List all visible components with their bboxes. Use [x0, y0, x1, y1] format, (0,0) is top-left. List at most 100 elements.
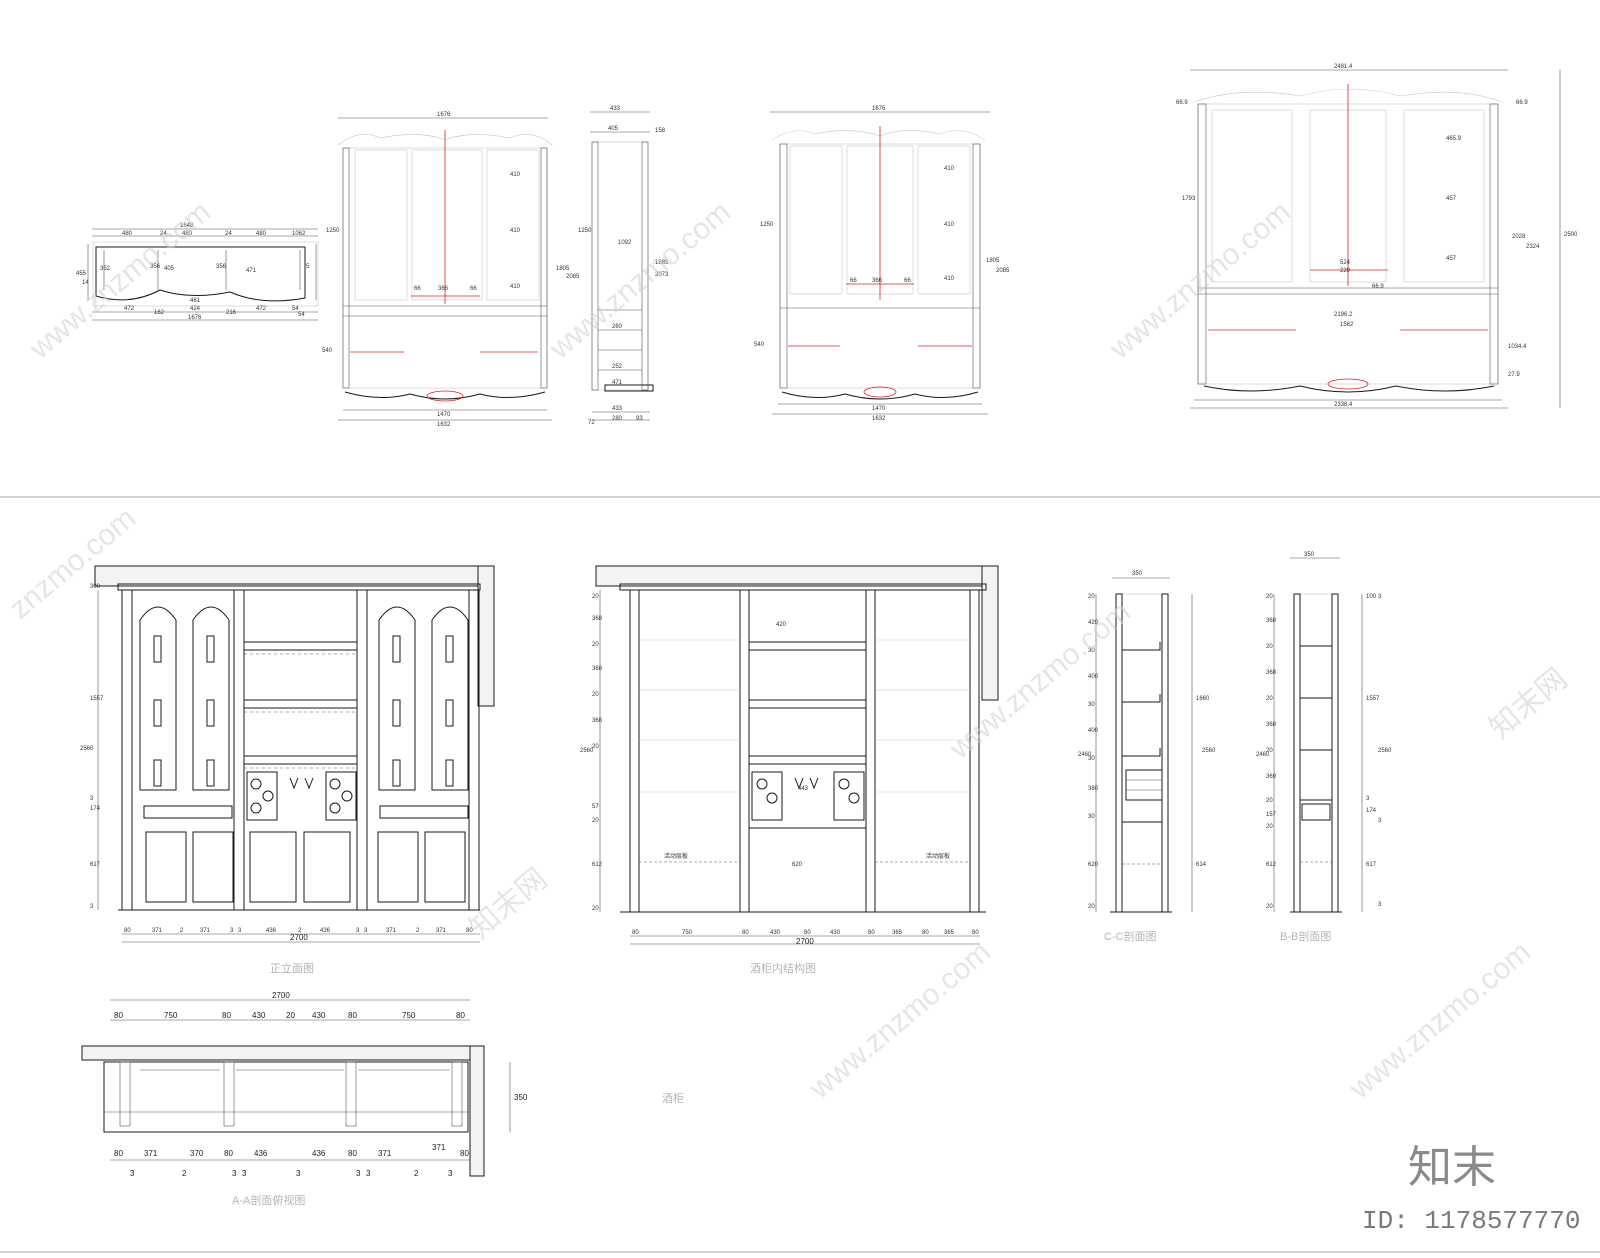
- brand-logo: 知末: [1408, 1143, 1496, 1192]
- dim: 366: [872, 278, 883, 284]
- dim: 93: [636, 416, 643, 422]
- dim: 57: [592, 804, 599, 810]
- dim: 20: [1088, 904, 1095, 910]
- dim: 368: [1266, 670, 1277, 676]
- dim: 20: [592, 818, 599, 824]
- dim: 20: [1266, 644, 1273, 650]
- dim: 80: [466, 928, 473, 934]
- watermark-text: www.znzmo.com: [1343, 935, 1537, 1106]
- dim: 2028: [1512, 234, 1526, 240]
- dim: 80: [224, 1149, 233, 1158]
- dim: 350: [1132, 571, 1143, 577]
- dim-tag: 3: [242, 1169, 247, 1178]
- dim: 461: [190, 298, 201, 304]
- dim: 365: [944, 930, 955, 936]
- dim: 1250: [760, 222, 774, 228]
- dim: 1805: [986, 258, 1000, 264]
- dim: 366: [438, 286, 449, 292]
- dim: 80: [460, 1149, 469, 1158]
- dim: 1632: [437, 422, 451, 428]
- dim: 1562: [1340, 322, 1354, 328]
- dim: 400: [1088, 728, 1099, 734]
- dim: 2500: [1564, 232, 1578, 238]
- dim: 1660: [1196, 696, 1210, 702]
- dim: 471: [246, 268, 257, 274]
- dim: 24: [160, 231, 167, 237]
- dim: 20: [1266, 824, 1273, 830]
- interior-structure: 20 368 20 368 20 368 20 2560 57 20 612 2…: [580, 565, 999, 975]
- dim: 405: [164, 266, 175, 272]
- dim: 1648: [180, 223, 194, 229]
- dim: 20: [592, 906, 599, 912]
- dim-total: 2700: [272, 991, 290, 1000]
- dim: 472: [256, 306, 267, 312]
- dim: 30: [1088, 814, 1095, 820]
- dim: 80: [456, 1011, 465, 1020]
- dim: 1885: [655, 260, 669, 266]
- dim: 162: [154, 310, 165, 316]
- dim: 356: [216, 264, 227, 270]
- dim: 1676: [437, 112, 451, 118]
- dim: 1470: [437, 412, 451, 418]
- dim: 2560: [80, 746, 94, 752]
- dim: 1676: [188, 315, 202, 321]
- dim: 617: [1366, 862, 1377, 868]
- dim: 350: [1304, 552, 1315, 558]
- dim: 750: [402, 1011, 416, 1020]
- drawing-caption: A-A剖面俯视图: [232, 1193, 305, 1207]
- watermark-text: 知末网: [1483, 662, 1573, 745]
- dim: 371: [386, 928, 397, 934]
- dim: 174: [90, 806, 101, 812]
- dim: 1557: [1366, 696, 1380, 702]
- dim: 480: [182, 231, 193, 237]
- dim: 352: [100, 266, 111, 272]
- dim: 216: [226, 310, 237, 316]
- dim: 1793: [1182, 196, 1196, 202]
- dim: 1470: [872, 406, 886, 412]
- drawing-caption: 酒柜内结构图: [750, 961, 816, 975]
- dim: 400: [1088, 674, 1099, 680]
- dim: 410: [510, 172, 521, 178]
- dim: 24: [225, 231, 232, 237]
- dim-tag: 3: [366, 1169, 371, 1178]
- dim: 430: [830, 930, 841, 936]
- dim: 80: [348, 1011, 357, 1020]
- dim: 27.9: [1508, 372, 1520, 378]
- dim: 30: [1088, 756, 1095, 762]
- dim: 371: [378, 1149, 392, 1158]
- dim: 617: [90, 862, 101, 868]
- dim: 380: [1088, 786, 1099, 792]
- dim: 2460: [1078, 752, 1092, 758]
- dim: 3: [230, 928, 234, 934]
- dim: 20: [1266, 594, 1273, 600]
- dim: 443: [798, 786, 809, 792]
- elevation-top-3: 2481.4 66.9 66.9 1793 465.9 457 457 2028…: [1176, 64, 1578, 409]
- dim: 457: [1446, 196, 1457, 202]
- dim: 433: [612, 406, 623, 412]
- dim-tag: 2: [414, 1169, 419, 1178]
- dim: 1034.4: [1508, 344, 1527, 350]
- dim: 66.9: [1372, 284, 1384, 290]
- front-elevation: 300 1557 2560 174 3 617 3 80 371 2 371 3…: [80, 565, 495, 975]
- dim: 436: [254, 1149, 268, 1158]
- dim: 368: [592, 616, 603, 622]
- elevation-top-1: 1676 1250 410 410 410 366 66 66 1805 208…: [322, 112, 580, 428]
- dim: 100: [1366, 594, 1377, 600]
- dim: 370: [190, 1149, 204, 1158]
- dim: 3: [1366, 796, 1370, 802]
- dim: 750: [682, 930, 693, 936]
- image-id: ID: 1178577770: [1362, 1206, 1580, 1236]
- dim: 2196.2: [1334, 312, 1353, 318]
- dim: 158: [655, 128, 666, 134]
- dim: 368: [1266, 722, 1277, 728]
- dim: 80: [804, 930, 811, 936]
- dim: 371: [432, 1143, 446, 1152]
- dim-total: 2700: [290, 933, 308, 942]
- dim: 80: [114, 1149, 123, 1158]
- dim: 252: [612, 364, 623, 370]
- dim: 1557: [90, 696, 104, 702]
- elevation-top-2: 1676 1250 410 410 410 366 66 66 1805 208…: [754, 106, 1010, 422]
- dim: 436: [312, 1149, 326, 1158]
- dim: 2324: [1526, 244, 1540, 250]
- dim: 280: [612, 416, 623, 422]
